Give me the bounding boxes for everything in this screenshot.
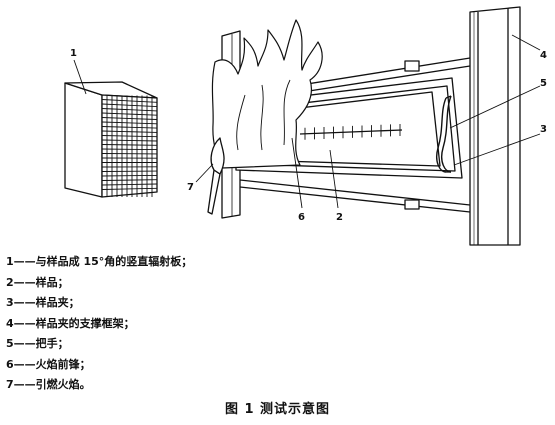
callout-4: 4 — [540, 50, 547, 61]
panel-grille-line — [101, 144, 158, 146]
legend-item-5: 5——把手； — [6, 337, 69, 350]
panel-grille-line — [101, 130, 158, 133]
legend-item-7: 7——引燃火焰。 — [6, 378, 91, 391]
callout-5: 5 — [540, 78, 547, 89]
flame-front — [211, 19, 323, 169]
legend-item-4: 4——样品夹的支撑框架； — [6, 316, 135, 330]
panel-grille-line — [101, 148, 158, 151]
panel-grille-line — [101, 187, 158, 190]
panel-grille-line — [101, 179, 158, 181]
callout-3: 3 — [540, 124, 547, 135]
leader-lines — [73, 34, 541, 209]
callout-1: 1 — [70, 48, 77, 59]
panel-grille-line — [101, 112, 158, 116]
panel-grille-line — [101, 183, 158, 186]
panel-grille-line — [101, 121, 158, 125]
legend-item-1: 1——与样品成 15°角的竖直辐射板； — [6, 255, 193, 268]
radiant-panel — [64, 81, 158, 198]
panel-grille-line — [101, 135, 158, 138]
callout-2: 2 — [336, 212, 343, 223]
legend-item-2: 2——样品； — [6, 275, 69, 289]
callout-7: 7 — [187, 182, 194, 193]
support-frame — [469, 6, 521, 246]
panel-grille-line — [101, 117, 158, 120]
legend-item-6: 6——火焰前锋； — [6, 357, 91, 371]
legend-item-3: 3——样品夹； — [6, 296, 80, 309]
legend: 1——与样品成 15°角的竖直辐射板； 2——样品； 3——样品夹； 4——样品… — [6, 252, 192, 396]
panel-grille-line — [101, 108, 158, 112]
callout-6: 6 — [298, 212, 305, 223]
panel-grille-line — [101, 174, 158, 177]
panel-grille-line — [101, 99, 158, 103]
pilot-flame — [207, 137, 225, 215]
panel-grille-line — [101, 103, 158, 108]
test-setup-diagram: 1 2 3 4 5 6 7 — [64, 6, 547, 246]
panel-grille-line — [101, 139, 158, 142]
figure-caption: 图 1 测试示意图 — [224, 402, 331, 417]
panel-grille-line — [101, 126, 158, 129]
handle — [436, 95, 452, 173]
